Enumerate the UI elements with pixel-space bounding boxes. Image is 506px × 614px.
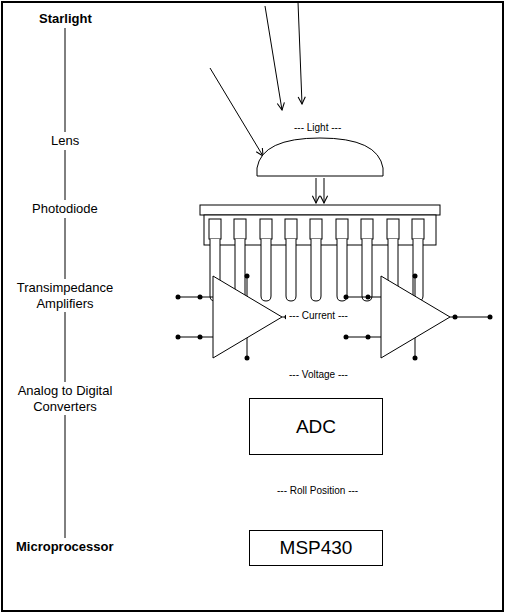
box-label: ADC xyxy=(296,416,336,438)
stage-label: Starlight xyxy=(36,10,95,28)
focused-light xyxy=(316,178,324,203)
signal-label: --- Roll Position --- xyxy=(274,484,361,498)
signal-label: --- Voltage --- xyxy=(286,368,351,382)
pin-leg xyxy=(286,239,296,301)
process-box: MSP430 xyxy=(249,530,383,566)
stage-label: Transimpedance Amplifiers xyxy=(6,279,124,312)
light-rays xyxy=(210,2,302,156)
signal-label: --- Current --- xyxy=(286,309,351,323)
signal-label: --- Light --- xyxy=(291,121,344,135)
pin-leg xyxy=(362,239,372,301)
pin-socket xyxy=(412,219,424,239)
pin-socket xyxy=(310,219,322,239)
process-box: ADC xyxy=(249,398,383,455)
pin-socket xyxy=(234,219,246,239)
box-label: MSP430 xyxy=(280,537,353,559)
pin-leg xyxy=(413,239,423,301)
pin-socket xyxy=(336,219,348,239)
pin-leg xyxy=(261,239,271,301)
pin-socket xyxy=(209,219,221,239)
stage-label: Analog to Digital Converters xyxy=(6,382,124,415)
pin-leg xyxy=(311,239,321,301)
transimpedance-amplifier xyxy=(344,274,493,361)
stage-label: Photodiode xyxy=(29,200,101,218)
stage-label: Microprocessor xyxy=(13,538,117,556)
pin-socket xyxy=(260,219,272,239)
pin-socket xyxy=(387,219,399,239)
lens-dome xyxy=(257,138,383,176)
stage-label: Lens xyxy=(48,132,82,150)
pin-socket xyxy=(285,219,297,239)
photodiode-array xyxy=(200,205,440,301)
pin-leg xyxy=(337,239,347,301)
pin-socket xyxy=(361,219,373,239)
